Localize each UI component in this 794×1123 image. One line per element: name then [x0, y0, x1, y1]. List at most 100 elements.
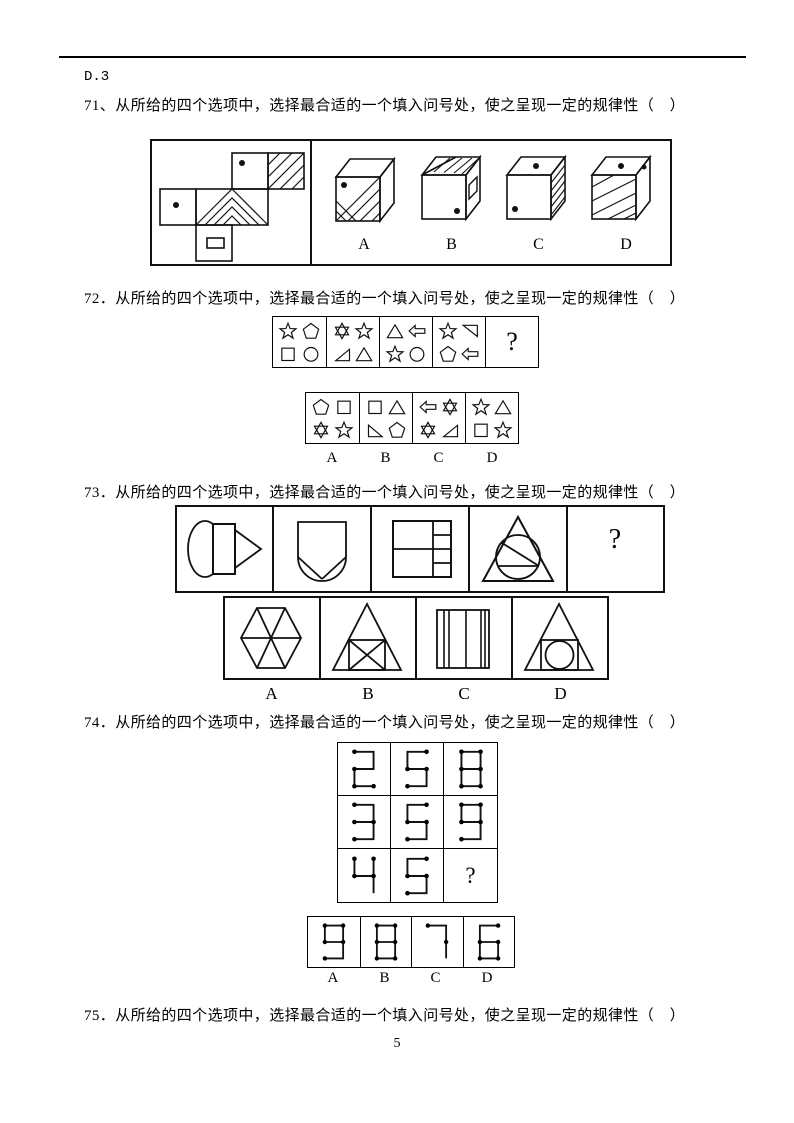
star5-icon: [471, 397, 491, 416]
question-73-prompt: 73．从所给的四个选项中，选择最合适的一个填入问号处，使之呈现一定的规律性（ ）: [84, 485, 686, 501]
option-label: B: [446, 236, 457, 253]
q74-option-cell: [411, 917, 463, 967]
q72-options-strip: [305, 392, 519, 444]
net-hatch-square: [267, 152, 305, 190]
option-label: B: [380, 450, 391, 466]
q74-option-cell: [308, 917, 360, 967]
digit-9-figure: [322, 923, 346, 961]
digit-8-figure: [458, 749, 483, 789]
q71-frame: [150, 139, 672, 266]
q74-digit-grid: ?: [337, 742, 498, 903]
q74-options-strip: [307, 916, 515, 968]
option-label: A: [326, 450, 338, 466]
q73-option-c-vertical-bars: [436, 609, 490, 669]
q72-sequence-cell: [432, 317, 485, 367]
q72-sequence-cell: ?: [485, 317, 538, 367]
star6-icon: [420, 420, 436, 439]
option-label: D: [620, 236, 632, 253]
question-74-prompt: 74．从所给的四个选项中，选择最合适的一个填入问号处，使之呈现一定的规律性（ ）: [84, 715, 686, 731]
q74-grid-cell: [391, 743, 444, 796]
q74-grid-cell: [338, 849, 391, 902]
q73-option-d-triangle-square-circle: [523, 602, 595, 671]
q72-sequence-cell: [326, 317, 379, 367]
net-chevron-rect: [195, 188, 269, 226]
rtri-tr-icon: [461, 324, 478, 338]
q71-cube-option-a: [334, 156, 396, 224]
option-label: D: [554, 684, 567, 703]
option-label: A: [265, 684, 278, 703]
option-label: C: [458, 684, 470, 703]
star5-icon: [334, 420, 354, 439]
section-label: D.3: [84, 69, 110, 85]
q72-option-cell: [359, 393, 412, 443]
q74-grid-cell: ?: [444, 849, 497, 902]
rtri-bl-icon: [367, 423, 384, 437]
q71-cube-option-d: [590, 154, 652, 222]
q72-sequence-cell: [273, 317, 326, 367]
star6-icon: [334, 321, 350, 340]
q71-figure: [150, 139, 672, 266]
square-icon: [474, 423, 488, 437]
star5-icon: [278, 321, 298, 340]
q71-cube-option-c: [505, 154, 567, 222]
triangle-icon: [494, 399, 512, 414]
page-number: 5: [393, 1036, 401, 1051]
square-icon: [336, 400, 351, 414]
q73-option-labels: A B C D: [223, 684, 609, 704]
star5-icon: [493, 420, 513, 439]
q72-option-cell: [465, 393, 518, 443]
digit-5-figure: [405, 749, 429, 789]
circle-icon: [303, 346, 319, 362]
square-icon: [281, 347, 296, 361]
option-label: A: [327, 970, 339, 986]
q73-cell-triangle-circle: [481, 514, 555, 582]
q74-option-labels: A B C D: [307, 970, 513, 987]
q73-cell-partitioned-rect: [392, 520, 452, 578]
triangle-icon: [355, 346, 373, 361]
option-label: A: [358, 236, 370, 253]
option-label: B: [379, 970, 390, 986]
q74-grid-cell: [444, 743, 497, 796]
question-72-prompt: 72．从所给的四个选项中，选择最合适的一个填入问号处，使之呈现一定的规律性（ ）: [84, 291, 686, 307]
pentagon-icon: [388, 421, 406, 438]
square-icon: [368, 400, 382, 414]
digit-5-figure: [405, 802, 429, 842]
digit-3-figure: [352, 802, 376, 842]
option-label: C: [430, 970, 441, 986]
star5-icon: [438, 321, 458, 340]
digit-9-figure: [458, 802, 483, 842]
q72-option-cell: [412, 393, 465, 443]
question-71-prompt: 71、从所给的四个选项中，选择最合适的一个填入问号处，使之呈现一定的规律性（ ）: [84, 98, 686, 114]
arrow-left-icon: [408, 323, 426, 338]
digit-6-figure: [477, 923, 501, 961]
q71-cube-option-b: [420, 154, 482, 222]
q73-cell-shield-v: [297, 521, 347, 582]
q71-cube-net: [159, 152, 305, 262]
q73-options-figure: [223, 596, 609, 680]
triangle-icon: [386, 323, 404, 338]
question-mark: ?: [465, 862, 476, 888]
question-75-prompt: 75．从所给的四个选项中，选择最合适的一个填入问号处，使之呈现一定的规律性（ ）: [84, 1008, 686, 1024]
q73-sequence-figure: [175, 505, 665, 593]
option-label: B: [362, 684, 374, 703]
triangle-icon: [388, 399, 406, 414]
star6-icon: [442, 397, 458, 416]
star5-icon: [385, 344, 405, 363]
option-label: D: [481, 970, 493, 986]
rtri-br-icon: [442, 423, 459, 437]
q74-grid-cell: [391, 796, 444, 849]
q73-cell-ellipse-rect-triangle: [187, 520, 263, 578]
q74-grid-cell: [444, 796, 497, 849]
digit-2-figure: [352, 749, 376, 789]
net-dots: [173, 160, 245, 208]
q74-option-cell: [462, 917, 515, 967]
q74-grid-cell: [338, 796, 391, 849]
option-label: D: [486, 450, 498, 466]
pentagon-icon: [302, 322, 320, 339]
q74-grid-cell: [338, 743, 391, 796]
header-rule: [59, 56, 746, 58]
question-mark: ?: [506, 327, 518, 356]
